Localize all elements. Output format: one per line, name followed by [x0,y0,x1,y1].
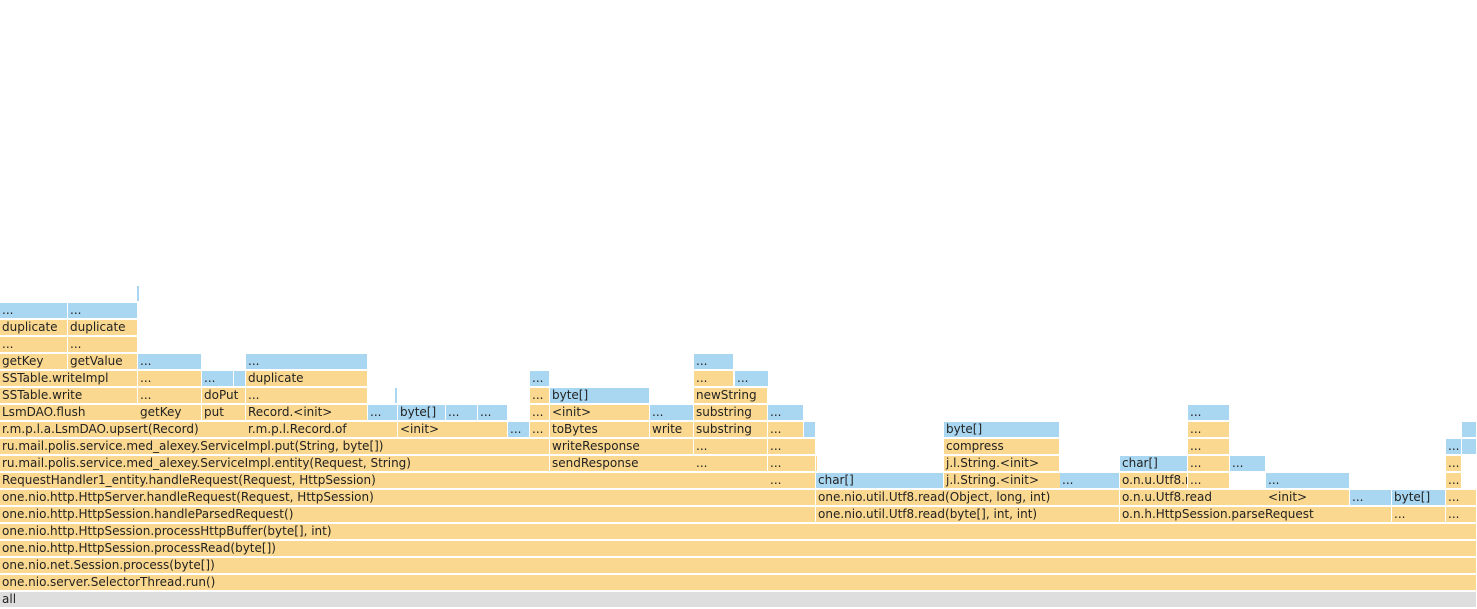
stack-frame[interactable]: substring [694,422,768,438]
stack-frame[interactable]: ru.mail.polis.service.med_alexey.Service… [0,439,550,455]
stack-frame[interactable]: ... [768,405,804,421]
stack-frame[interactable]: duplicate [68,320,138,336]
stack-frame[interactable]: j.l.String.<init> [944,456,1060,472]
stack-frame[interactable] [137,286,140,302]
stack-frame[interactable]: byte[] [1392,490,1446,506]
stack-frame[interactable]: r.m.p.l.Record.of [246,422,398,438]
stack-frame[interactable]: ... [1392,507,1446,523]
stack-frame[interactable]: one.nio.http.HttpServer.handleRequest(Re… [0,490,816,506]
stack-frame[interactable]: SSTable.write [0,388,138,404]
stack-frame[interactable]: ... [768,456,816,472]
root-frame[interactable]: all [0,592,1477,608]
stack-frame[interactable]: char[] [816,473,944,489]
stack-frame[interactable]: ... [530,388,550,404]
stack-frame[interactable]: ... [446,405,478,421]
stack-frame[interactable]: ... [768,473,816,489]
stack-frame[interactable]: getValue [68,354,138,370]
stack-frame[interactable]: ... [68,337,138,353]
stack-frame[interactable]: <init> [550,405,650,421]
stack-frame[interactable]: ... [1446,490,1477,506]
stack-frame[interactable]: ... [0,337,68,353]
stack-frame[interactable]: <init> [1266,490,1350,506]
stack-frame[interactable]: compress [944,439,1060,455]
stack-frame[interactable]: ... [694,354,734,370]
stack-frame[interactable]: ... [508,422,530,438]
stack-frame[interactable]: ... [68,303,138,319]
stack-frame[interactable]: ... [1188,456,1230,472]
stack-frame[interactable]: ... [735,371,769,387]
stack-frame[interactable]: write [650,422,694,438]
stack-frame[interactable]: writeResponse [550,439,694,455]
stack-frame[interactable]: ... [1230,456,1266,472]
stack-frame[interactable]: ... [0,303,68,319]
stack-frame[interactable]: ... [1446,456,1462,472]
stack-frame[interactable]: ... [530,371,550,387]
stack-frame[interactable]: ... [1188,473,1230,489]
stack-frame[interactable]: <init> [398,422,508,438]
stack-frame[interactable]: o.n.u.Utf8.read [1120,490,1268,506]
stack-frame[interactable]: ... [1060,473,1120,489]
stack-frame[interactable] [1462,422,1477,438]
stack-frame[interactable]: RequestHandler1_entity.handleRequest(Req… [0,473,816,489]
stack-frame[interactable]: toBytes [550,422,650,438]
stack-frame[interactable]: ... [694,371,734,387]
stack-frame[interactable]: SSTable.writeImpl [0,371,138,387]
stack-frame[interactable]: ... [694,439,768,455]
stack-frame[interactable]: ... [202,371,234,387]
stack-frame[interactable]: ... [650,405,694,421]
stack-frame[interactable]: ru.mail.polis.service.med_alexey.Service… [0,456,550,472]
stack-frame[interactable]: one.nio.util.Utf8.read(byte[], int, int) [816,507,1120,523]
stack-frame[interactable]: o.n.u.Utf8.read [1120,473,1188,489]
stack-frame[interactable]: substring [694,405,768,421]
stack-frame[interactable]: ... [246,388,368,404]
stack-frame[interactable]: one.nio.http.HttpSession.handleParsedReq… [0,507,816,523]
stack-frame[interactable]: byte[] [944,422,1060,438]
stack-frame[interactable]: ... [1188,422,1230,438]
stack-frame[interactable]: byte[] [550,388,650,404]
stack-frame[interactable]: ... [1266,473,1350,489]
stack-frame[interactable] [1462,439,1477,455]
stack-frame[interactable]: ... [1446,507,1477,523]
stack-frame[interactable] [395,388,398,404]
stack-frame[interactable] [804,422,816,438]
stack-frame[interactable]: put [202,405,246,421]
stack-frame[interactable]: char[] [1120,456,1188,472]
stack-frame[interactable]: getKey [138,405,202,421]
stack-frame[interactable]: ... [530,422,550,438]
stack-frame[interactable]: one.nio.util.Utf8.read(Object, long, int… [816,490,1120,506]
stack-frame[interactable]: ... [1188,405,1230,421]
stack-frame[interactable]: byte[] [398,405,446,421]
stack-frame[interactable]: ... [1188,439,1230,455]
stack-frame[interactable]: one.nio.server.SelectorThread.run() [0,575,1477,591]
stack-frame[interactable]: ... [768,439,816,455]
stack-frame[interactable]: ... [1446,473,1462,489]
stack-frame[interactable]: duplicate [246,371,368,387]
stack-frame[interactable]: one.nio.http.HttpSession.processRead(byt… [0,541,1477,557]
stack-frame[interactable]: o.n.h.HttpSession.parseRequest [1120,507,1392,523]
stack-frame[interactable]: ... [478,405,508,421]
stack-frame[interactable]: ... [768,422,804,438]
stack-frame[interactable]: ... [138,371,202,387]
stack-frame[interactable]: ... [368,405,398,421]
stack-frame[interactable]: ... [1350,490,1392,506]
stack-frame[interactable] [234,371,246,387]
stack-frame[interactable]: ... [246,354,368,370]
stack-frame[interactable]: ... [138,388,202,404]
stack-frame[interactable]: one.nio.http.HttpSession.processHttpBuff… [0,524,1477,540]
stack-frame[interactable]: newString [694,388,768,404]
stack-frame[interactable]: duplicate [0,320,68,336]
stack-frame[interactable]: Record.<init> [246,405,368,421]
stack-frame[interactable]: getKey [0,354,68,370]
stack-frame[interactable]: ... [1446,439,1462,455]
stack-frame[interactable]: one.nio.net.Session.process(byte[]) [0,558,1477,574]
stack-frame[interactable]: ... [138,354,202,370]
stack-frame[interactable]: doPut [202,388,246,404]
stack-frame[interactable]: ... [530,405,550,421]
stack-frame[interactable]: ... [694,456,768,472]
